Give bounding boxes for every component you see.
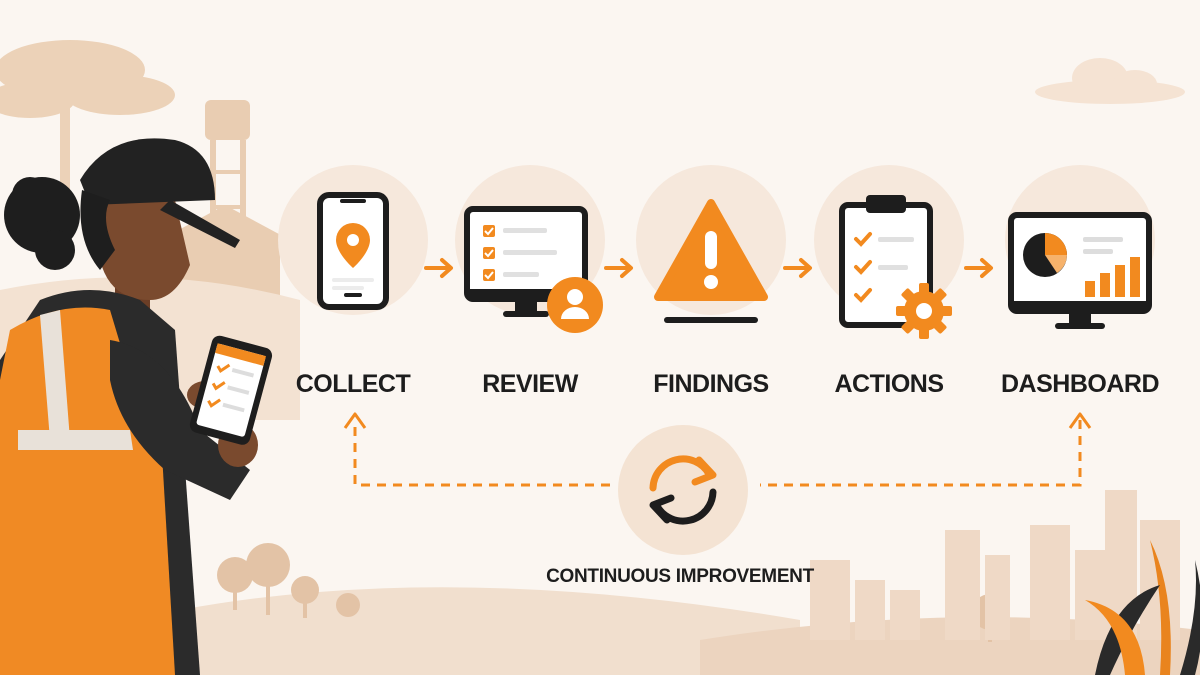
refresh-cycle-icon bbox=[649, 455, 717, 525]
clipboard-gear-icon bbox=[839, 195, 952, 339]
tree-left bbox=[0, 40, 175, 200]
tablet-device bbox=[189, 335, 273, 445]
monitor-checklist-user-icon bbox=[464, 206, 603, 333]
arrow-right-icon bbox=[604, 258, 633, 278]
step-label-findings: FINDINGS bbox=[653, 370, 769, 398]
step-label-collect: COLLECT bbox=[295, 370, 411, 398]
continuous-improvement-label: CONTINUOUS IMPROVEMENT bbox=[546, 566, 814, 587]
step-findings: FINDINGS bbox=[626, 165, 796, 415]
step-dashboard: DASHBOARD bbox=[995, 165, 1165, 415]
gear-icon bbox=[896, 283, 952, 339]
city-skyline bbox=[810, 490, 1180, 640]
plant-right bbox=[1085, 540, 1200, 675]
warning-triangle-icon bbox=[654, 199, 768, 323]
step-label-dashboard: DASHBOARD bbox=[1001, 370, 1160, 398]
arrow-right-icon bbox=[964, 258, 993, 278]
step-actions: ACTIONS bbox=[804, 165, 974, 415]
step-collect: COLLECT bbox=[268, 165, 438, 415]
arrow-right-icon bbox=[783, 258, 812, 278]
smartphone-location-icon bbox=[317, 192, 389, 310]
step-label-review: REVIEW bbox=[482, 370, 578, 398]
cloud-icon bbox=[1035, 58, 1185, 104]
arrow-right-icon bbox=[424, 258, 453, 278]
monitor-charts-icon bbox=[1008, 212, 1152, 329]
step-review: REVIEW bbox=[445, 165, 615, 415]
step-label-actions: ACTIONS bbox=[834, 370, 945, 398]
